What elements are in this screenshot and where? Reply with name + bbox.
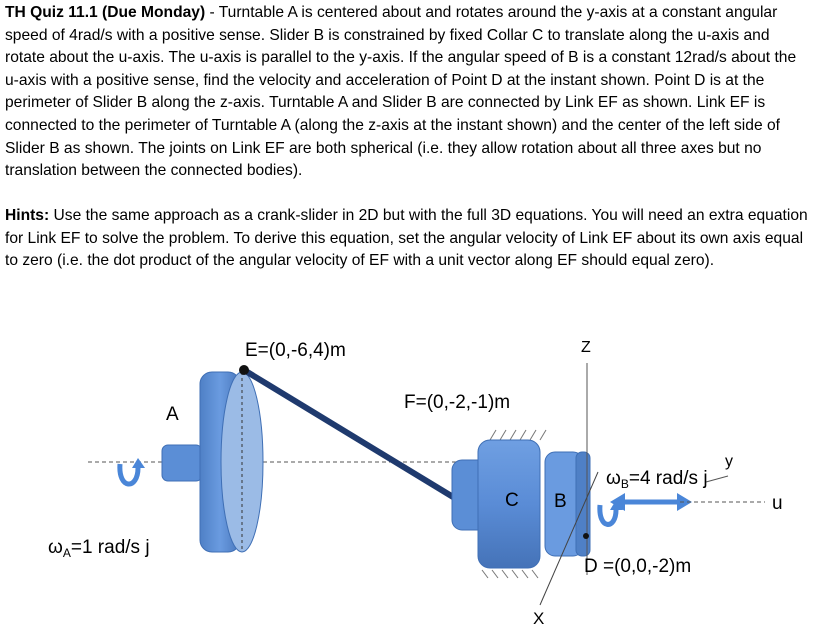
label-d: D =(0,0,-2)m <box>584 556 691 577</box>
label-z-axis: Z <box>581 339 591 356</box>
hints-label: Hints: <box>5 207 50 224</box>
mechanism-figure: E=(0,-6,4)m F=(0,-2,-1)m A C B Z X y u D… <box>48 339 783 628</box>
hints-text: Use the same approach as a crank-slider … <box>5 207 808 270</box>
y-axis-tick <box>705 475 729 483</box>
link-ef <box>242 367 460 503</box>
hints-section: Hints: Use the same approach as a crank-… <box>5 205 813 273</box>
x-axis-line <box>539 471 599 606</box>
joint-e <box>239 365 249 375</box>
collar-c-hatch <box>481 429 547 579</box>
label-e: E=(0,-6,4)m <box>245 340 346 361</box>
omega-b-label: ωB=4 rad/s j <box>606 468 708 491</box>
label-u-axis: u <box>772 493 783 514</box>
quiz-title: TH Quiz 11.1 (Due Monday) <box>5 4 206 21</box>
label-y-axis: y <box>725 453 733 470</box>
label-c: C <box>505 490 519 511</box>
label-f: F=(0,-2,-1)m <box>404 392 510 413</box>
label-x-axis: X <box>533 609 544 628</box>
omega-a-arrow <box>117 458 145 487</box>
problem-text: - Turntable A is centered about and rota… <box>5 4 797 180</box>
turntable-hub <box>161 444 203 482</box>
label-b: B <box>554 491 567 512</box>
label-a: A <box>166 404 179 425</box>
collar-c <box>451 439 541 569</box>
turntable-a <box>161 371 264 553</box>
problem-statement: TH Quiz 11.1 (Due Monday) - Turntable A … <box>5 2 813 183</box>
slider-b <box>544 451 591 557</box>
translation-arrow <box>610 493 692 511</box>
point-d-marker <box>583 533 589 539</box>
omega-a-label: ωA=1 rad/s j <box>48 537 150 560</box>
